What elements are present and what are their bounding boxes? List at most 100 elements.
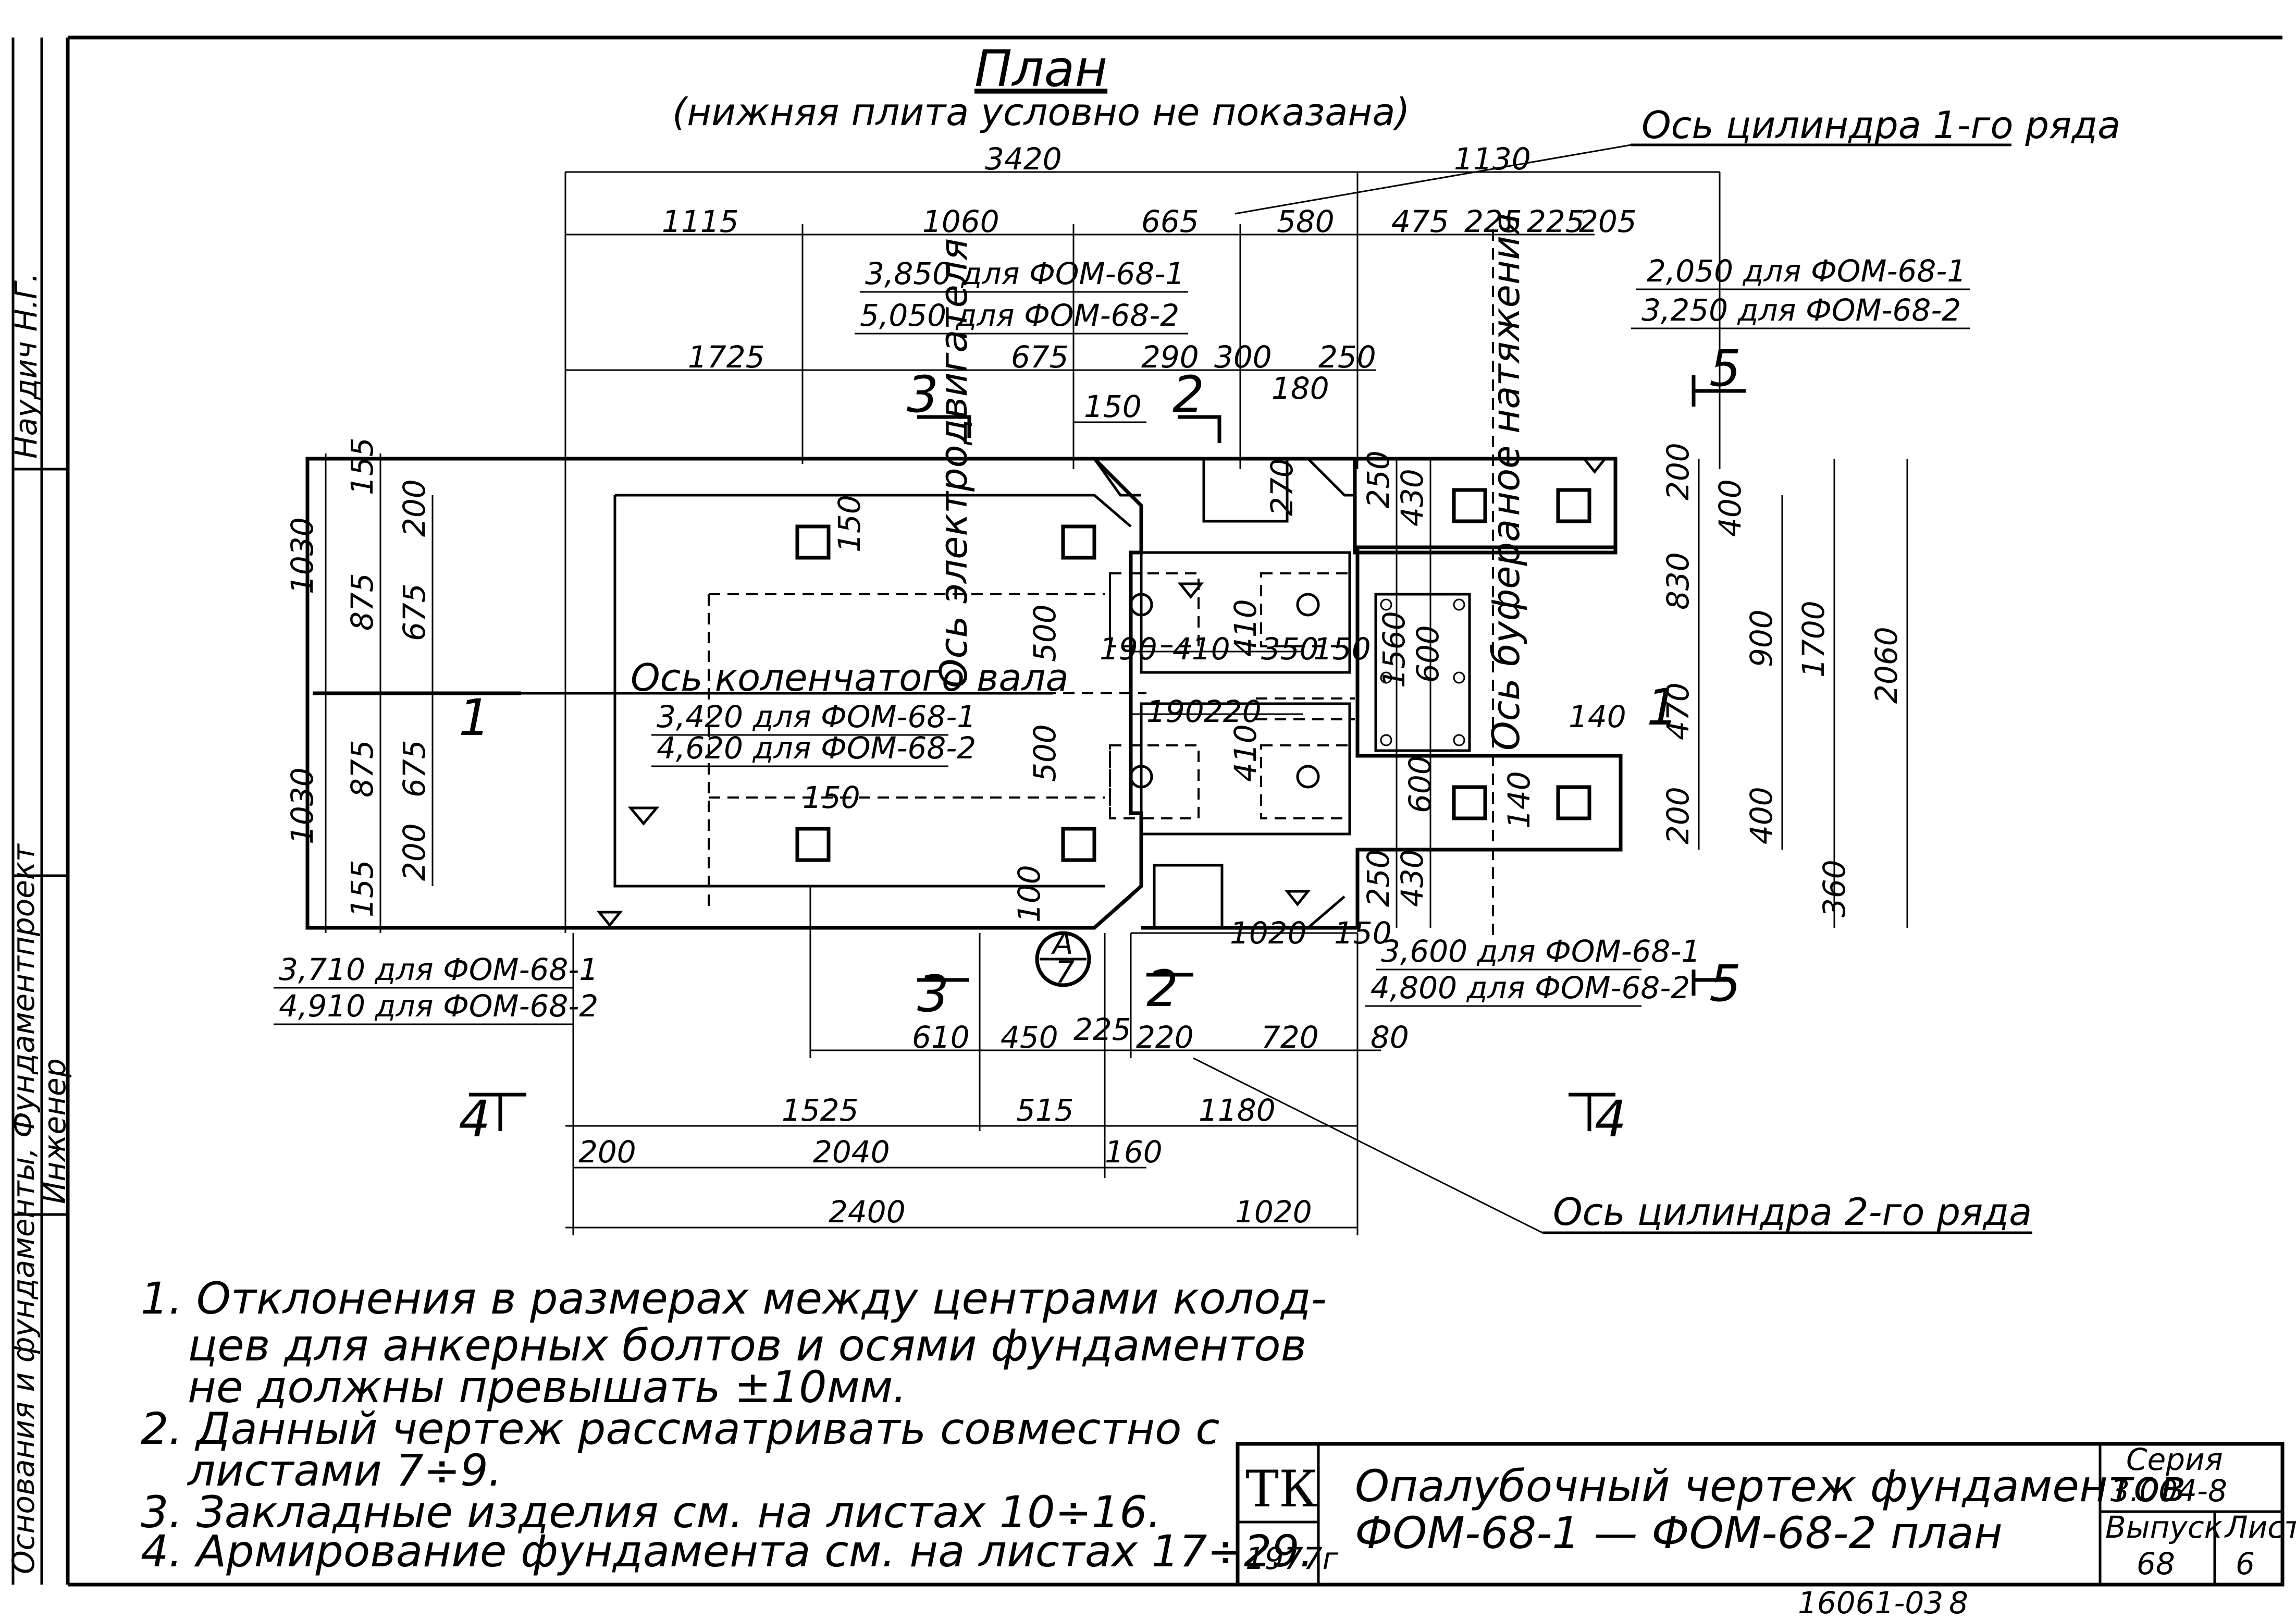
level-markers: [596, 457, 1608, 928]
titleblock-series-value: 3.004-8: [2110, 1473, 2227, 1508]
top-dimensions: 3420 1130 1115 1060 665 580 475 225 225 …: [564, 141, 1721, 933]
node-ref-bottom: 7: [1055, 954, 1075, 990]
axis-cylinder-2: Ось цилиндра 2-го ряда: [1553, 1190, 2032, 1234]
titleblock-series-label: Серия: [2126, 1442, 2223, 1477]
section-3-top: 3: [907, 365, 939, 424]
elev-br-a: 3,600 для ФОМ-68-1: [1381, 934, 1700, 969]
foundation-outline: [305, 457, 1623, 930]
note-line-7: 4. Армирование фундамента см. на листах …: [141, 1526, 1313, 1577]
titleblock-sheet-label: Лист: [2224, 1510, 2296, 1545]
section-markers: 3 2 5 1 1 3 2 5 4 4: [313, 339, 1746, 1148]
side-stamp: Наудич Н.Г. Инженер Основания и фундамен…: [6, 38, 72, 1585]
dim-b1-80: 80: [1371, 1020, 1409, 1055]
dim-in-150c: 150: [832, 495, 867, 553]
dim-b4-2400: 2400: [829, 1194, 906, 1230]
axis-tension-label: ное натяжения: [1484, 213, 1528, 516]
dim-r-400a: 400: [1712, 479, 1748, 537]
note-line-5: листами 7÷9.: [187, 1445, 502, 1496]
cutouts: [1129, 457, 1471, 929]
dim-left-155a: 155: [344, 437, 380, 495]
footer-page: 8: [1949, 1585, 1968, 1619]
dim-top-225b: 225: [1527, 204, 1585, 239]
title-block: ТК 1977г Опалубочный чертеж фундаментов …: [1236, 1442, 2296, 1587]
dim-left-1030b: 1030: [285, 767, 320, 844]
dim-b3-2040: 2040: [813, 1134, 890, 1170]
dim-b1-220: 220: [1136, 1020, 1194, 1055]
dim-mid-300: 300: [1214, 339, 1272, 375]
left-dimensions: 1030 1030 155 875 875 155 200 675 675 20…: [285, 437, 434, 933]
titleblock-issue-label: Выпуск: [2105, 1510, 2223, 1545]
section-1-left: 1: [459, 689, 490, 747]
dim-r-1700: 1700: [1796, 600, 1831, 678]
axis-motor-label: Ось электродвигателя: [932, 238, 976, 688]
dim-mid-290: 290: [1141, 339, 1199, 375]
elev-crank-a: 3,420 для ФОМ-68-1: [657, 699, 976, 734]
axis-buffer-label: Ось буфера: [1484, 519, 1528, 751]
dim-mid-675: 675: [1011, 339, 1069, 375]
dim-b1-720: 720: [1261, 1020, 1319, 1055]
dim-b3-160: 160: [1105, 1134, 1163, 1170]
inner-dimensions: 500 500 190 410 410 350 150 1560 600 190…: [803, 371, 1446, 951]
section-2-top: 2: [1172, 365, 1204, 424]
dim-in-190a: 190: [1100, 631, 1157, 667]
titleblock-year: 1977г: [1245, 1541, 1339, 1576]
dim-r-470: 470: [1660, 682, 1696, 740]
general-notes: 1. Отклонения в размерах между центрами …: [141, 1273, 1327, 1577]
dim-b3-200: 200: [578, 1134, 636, 1170]
plan-title: План: [974, 40, 1107, 98]
dim-r-900: 900: [1744, 609, 1779, 667]
section-3-bottom: 3: [917, 965, 949, 1023]
note-line-3: не должны превышать ±10мм.: [188, 1362, 907, 1413]
dim-r-250a: 250: [1361, 450, 1396, 508]
dim-in-150-top: 150: [1084, 389, 1142, 424]
titleblock-issue-value: 68: [2137, 1546, 2175, 1581]
dim-r-2060: 2060: [1869, 627, 1904, 704]
elev-top1-b: 5,050 для ФОМ-68-2: [860, 298, 1179, 333]
dim-left-875a: 875: [344, 573, 380, 631]
dim-left-675b: 675: [397, 740, 432, 798]
side-stamp-role: Инженер: [37, 1058, 72, 1204]
dim-mid-1725: 1725: [688, 339, 765, 375]
dim-b1-450: 450: [1001, 1020, 1058, 1055]
elev-crank-b: 4,620 для ФОМ-68-2: [657, 730, 976, 766]
dim-top-665: 665: [1141, 204, 1199, 239]
dim-top-right: 1130: [1454, 141, 1531, 177]
dim-in-1560: 1560: [1376, 611, 1412, 688]
dim-left-155b: 155: [344, 860, 380, 917]
section-5-top: 5: [1709, 339, 1741, 398]
titleblock-sheet-value: 6: [2236, 1546, 2255, 1581]
dim-top-475: 475: [1391, 204, 1449, 239]
node-ref-top: А: [1051, 926, 1073, 961]
dim-in-270: 270: [1264, 458, 1300, 516]
dim-r-830: 830: [1660, 552, 1696, 610]
titleblock-logo: ТК: [1245, 1460, 1317, 1518]
node-reference: А 7: [1035, 926, 1091, 990]
dim-top-1115: 1115: [662, 204, 739, 239]
titleblock-title-2: ФОМ-68-1 — ФОМ-68-2 план: [1355, 1507, 2003, 1559]
dim-top-total: 3420: [985, 141, 1062, 177]
dim-top-1060: 1060: [922, 204, 999, 239]
dim-in-150a: 150: [1313, 631, 1371, 667]
dim-r-600: 600: [1402, 755, 1438, 813]
dim-b1-610: 610: [912, 1020, 970, 1055]
dim-in-100: 100: [1011, 865, 1047, 923]
note-line-2: цев для анкерных болтов и осями фундамен…: [188, 1320, 1306, 1371]
dim-r-140b: 140: [1501, 771, 1537, 829]
titleblock-title-1: Опалубочный чертеж фундаментов: [1355, 1461, 2186, 1512]
dim-top-580: 580: [1277, 204, 1335, 239]
dim-left-875b: 875: [344, 740, 380, 798]
dim-in-190b: 190: [1146, 694, 1204, 729]
dim-r-250b: 250: [1361, 849, 1396, 907]
section-1-right: 1: [1647, 678, 1678, 737]
dim-b1-225: 225: [1073, 1012, 1131, 1047]
section-4-left: 4: [459, 1090, 490, 1148]
dim-in-500b: 500: [1027, 724, 1063, 782]
dim-in-410c: 410: [1228, 724, 1263, 782]
dim-b2-1525: 1525: [782, 1093, 859, 1128]
section-5-bottom: 5: [1709, 954, 1741, 1013]
dim-in-180: 180: [1272, 371, 1329, 406]
dim-b4-1020: 1020: [1235, 1194, 1312, 1230]
elev-top2-b: 3,250 для ФОМ-68-2: [1641, 292, 1961, 328]
section-4-right: 4: [1595, 1090, 1626, 1148]
